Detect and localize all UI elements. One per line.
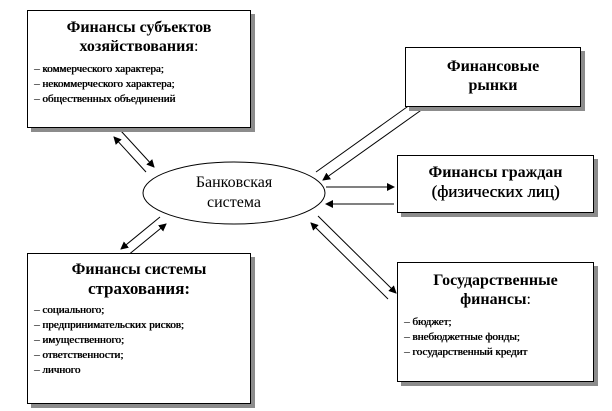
list-item: – некоммерческого характера; (34, 78, 175, 90)
banking-system-ellipse (142, 161, 326, 225)
insurance-title: Финансы системы страхования: (28, 260, 250, 298)
markets-title: Финансовые рынки (406, 57, 580, 95)
insurance-title-line2: страхования: (87, 279, 191, 298)
list-item: – личного (34, 364, 81, 376)
enterprises-list: – коммерческого характера; – некоммерчес… (34, 62, 250, 107)
list-item: – ответственности; (34, 349, 124, 361)
state-title: Государственные финансы: (398, 271, 593, 309)
enterprises-title-line2: хозяйствования: (28, 37, 250, 56)
arrow-center-to-insurance (120, 216, 161, 250)
enterprises-finance-box: Финансы субъектов хозяйствования: – комм… (27, 10, 251, 128)
enterprises-title: Финансы субъектов хозяйствования: (28, 18, 250, 56)
financial-markets-box: Финансовые рынки (405, 47, 581, 107)
arrow-center-to-enterprises (113, 136, 147, 173)
list-item: – внебюджетные фонды; (404, 331, 520, 343)
banking-system-line1: Банковская (195, 174, 273, 191)
enterprises-title-colon: : (194, 38, 199, 55)
banking-system-label: Банковская система (163, 173, 305, 213)
insurance-list: – социального; – предпринимательских рис… (34, 303, 250, 378)
citizens-title-line2: (физических лиц) (431, 182, 560, 201)
list-item: – социального; (34, 304, 105, 316)
state-title-line2-text: финансы (460, 291, 527, 308)
enterprises-title-line1: Финансы субъектов (66, 19, 212, 36)
arrow-center-to-markets (315, 96, 422, 173)
list-item: – общественных объединений (34, 93, 176, 105)
citizens-finance-box: Финансы граждан (физических лиц) (397, 155, 594, 213)
banking-system-line2: система (207, 194, 261, 211)
markets-title-line1: Финансовые (446, 58, 540, 75)
state-title-line2: финансы: (398, 290, 593, 309)
markets-title-line2: рынки (468, 77, 518, 94)
state-title-line1: Государственные (433, 272, 558, 289)
list-item: – имущественного; (34, 334, 124, 346)
arrow-markets-to-center (322, 105, 428, 181)
arrow-state-to-center (310, 222, 389, 300)
list-item: – предпринимательских рисков; (34, 319, 184, 331)
insurance-title-line1: Финансы системы (71, 261, 207, 278)
insurance-finance-box: Финансы системы страхования: – социально… (27, 253, 251, 404)
state-list: – бюджет; – внебюджетные фонды; – госуда… (404, 315, 593, 360)
list-item: – коммерческого характера; (34, 63, 164, 75)
list-item: – государственный кредит (404, 346, 528, 358)
state-title-colon: : (526, 291, 531, 308)
state-finance-box: Государственные финансы: – бюджет; – вне… (397, 262, 594, 382)
arrow-center-to-state (317, 215, 397, 294)
arrow-enterprises-to-center (120, 130, 155, 168)
list-item: – бюджет; (404, 316, 452, 328)
citizens-title-line1: Финансы граждан (428, 164, 563, 181)
enterprises-title-line2-text: хозяйствования (79, 38, 195, 55)
citizens-title: Финансы граждан (физических лиц) (398, 163, 593, 201)
arrow-insurance-to-center (126, 223, 167, 257)
